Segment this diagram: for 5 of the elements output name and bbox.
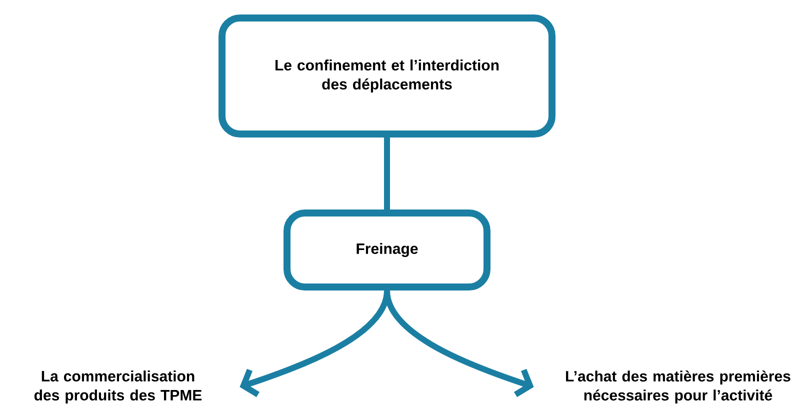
process-box: Le confinement et l’interdiction des déplacements (218, 14, 556, 138)
process-box: Freinage (284, 210, 490, 290)
arrow (384, 290, 534, 398)
outcome-text: La commercialisation des produits des TPME (34, 370, 202, 404)
outcome-text: L’achat des matières premières nécessaires pour l’activité (566, 370, 790, 404)
